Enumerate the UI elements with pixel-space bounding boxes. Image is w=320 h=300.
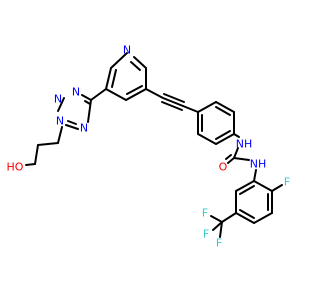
bond [212,221,223,231]
bond [105,67,112,90]
bond [65,124,79,130]
bond [111,69,117,88]
bond [163,93,185,103]
bond [162,97,184,107]
bond [90,88,107,101]
urea-oxygen: O [219,161,228,174]
hydroxyl-group: HO [7,161,24,174]
bond [215,130,231,140]
atom-labels: N N N N N HO NH NH O F F F F [7,44,291,250]
bond [215,106,231,116]
bond [219,221,223,238]
bond [271,184,283,192]
bond [110,52,128,69]
bond [81,94,92,101]
bond [215,133,235,145]
urea-nh-top: NH [236,138,253,151]
bond [57,126,63,144]
bond [125,88,147,101]
bond [25,163,36,166]
bond [161,101,183,111]
pyridine-nitrogen: N [123,44,131,57]
bond [182,105,199,113]
bond [221,212,237,223]
bond [126,85,143,95]
bond [233,147,239,159]
tetrazole-nitrogen-4: N [80,122,88,135]
bond [197,101,217,113]
bond [235,180,255,192]
bond [225,154,232,160]
cf3-fluorine-2: F [216,237,222,250]
bond [37,142,59,146]
bonds [25,52,283,238]
bond [57,97,65,112]
bond [215,101,235,113]
bond [239,209,255,219]
bond [227,157,235,164]
tetrazole-nitrogen-2: N [54,93,62,106]
bond [145,88,164,99]
bond [67,120,77,125]
bond [84,100,91,105]
bond [34,144,39,165]
bond [105,88,127,101]
aryl-fluorine: F [284,176,290,189]
bond [210,215,223,223]
bond [253,169,257,182]
bond [239,185,255,195]
bond [130,61,141,71]
molecule-structure-diagram: N N N N N HO NH NH O F F F F [6,43,291,250]
structure-svg: N N N N N HO NH NH O F F F F [7,44,291,250]
bond [253,212,273,224]
bond [197,133,217,145]
bond [233,157,250,161]
bond [87,99,92,123]
bond [133,56,147,69]
urea-nh-bottom: NH [250,158,267,171]
bond [253,180,273,192]
cf3-fluorine-1: F [202,207,208,220]
tetrazole-nitrogen-3: N [56,115,64,128]
bond [235,212,255,224]
bond [233,133,240,138]
cf3-fluorine-3: F [203,228,209,241]
tetrazole-nitrogen-1: N [72,86,80,99]
